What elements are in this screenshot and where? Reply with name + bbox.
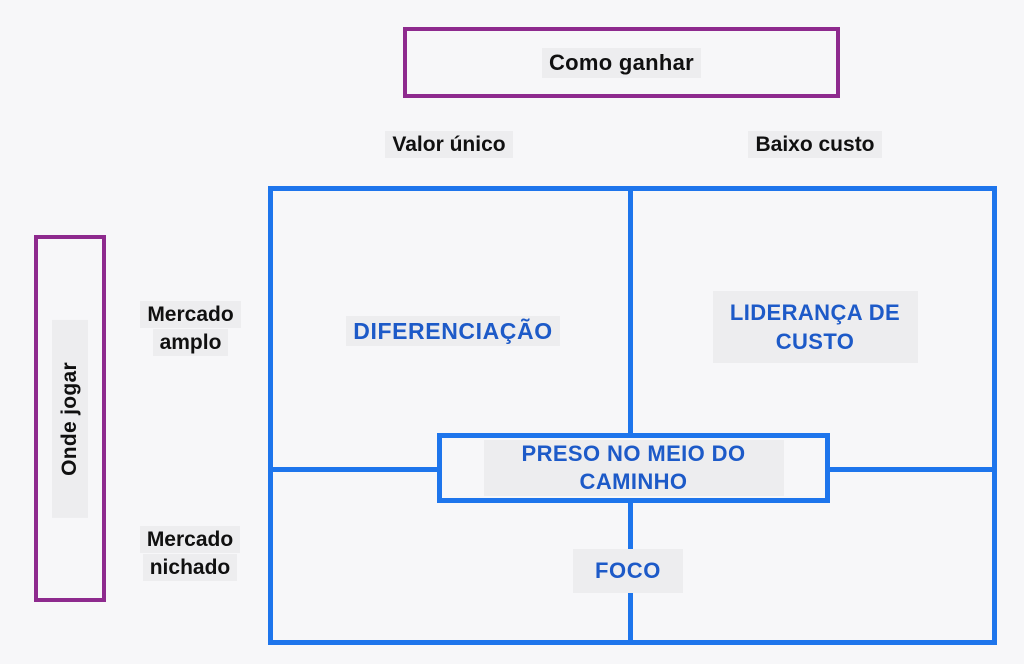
how-to-win-box: Como ganhar xyxy=(403,27,840,98)
column-label-low-cost: Baixo custo xyxy=(650,131,980,158)
stuck-in-the-middle-label: PRESO NO MEIO DO CAMINHO xyxy=(483,440,784,496)
row-label-broad-market: Mercado amplo xyxy=(113,301,268,357)
row-label-niche-market: Mercado nichado xyxy=(110,526,270,582)
column-label-unique-value: Valor único xyxy=(284,131,614,158)
how-to-win-label: Como ganhar xyxy=(541,47,702,78)
where-to-play-label: Onde jogar xyxy=(52,319,88,518)
stuck-in-the-middle-box: PRESO NO MEIO DO CAMINHO xyxy=(437,433,830,503)
matrix-vertical-divider xyxy=(628,186,633,645)
cell-focus: FOCO xyxy=(543,549,713,593)
cell-cost-leadership: LIDERANÇA DE CUSTO xyxy=(640,291,990,363)
cell-differentiation: DIFERENCIAÇÃO xyxy=(283,316,623,346)
where-to-play-box: Onde jogar xyxy=(34,235,106,602)
